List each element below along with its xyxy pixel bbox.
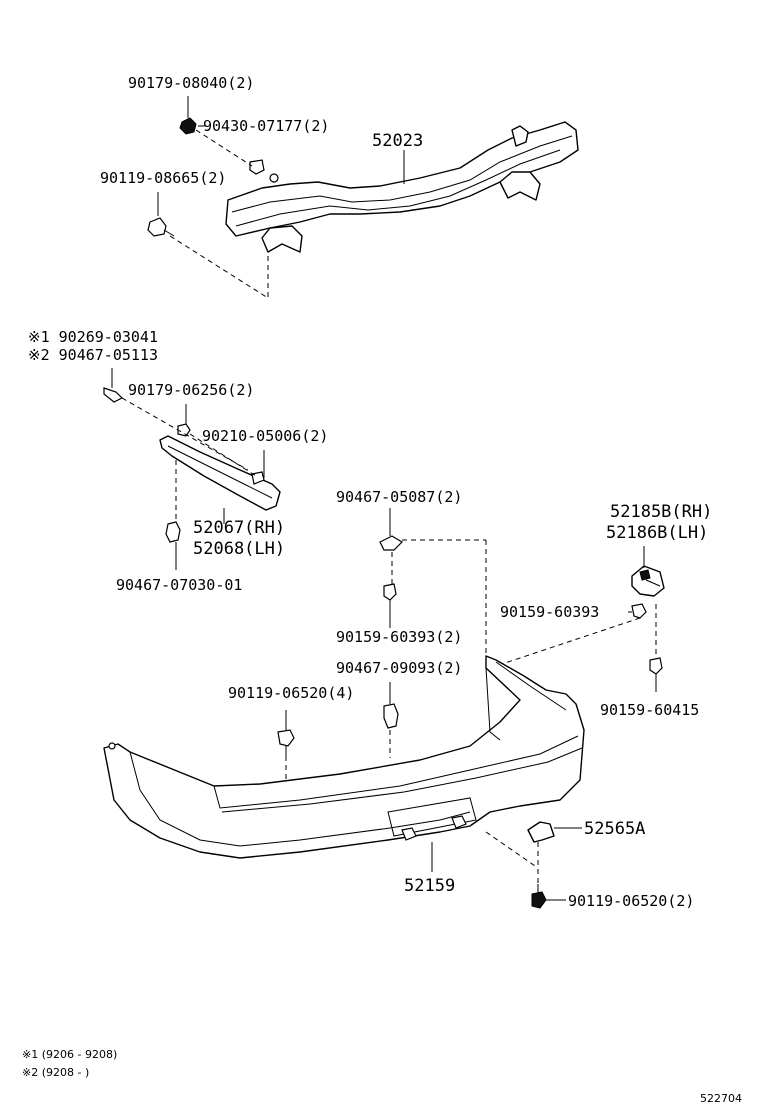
footnote-2: ※2 (9208 - ) — [22, 1066, 89, 1079]
label-52185B: 52185B(RH) — [610, 502, 712, 522]
clip-90467-09093[interactable] — [383, 703, 399, 729]
bolt-90119-06520-2[interactable] — [531, 884, 547, 909]
label-90467-05087: 90467-05087(2) — [336, 488, 462, 506]
label-90159-60393-right: 90159-60393 — [500, 603, 599, 621]
bumper-cover-52159[interactable] — [103, 655, 585, 859]
label-90179-06256: 90179-06256(2) — [128, 381, 254, 399]
nut-90179-08040[interactable] — [179, 117, 197, 135]
label-90119-06520-4: 90119-06520(4) — [228, 684, 354, 702]
clip-90159-60393-right[interactable] — [631, 603, 647, 619]
bolt-90119-08665[interactable] — [147, 217, 175, 237]
label-52159: 52159 — [404, 876, 455, 896]
clip-90159-60393-center[interactable] — [383, 583, 397, 601]
footnote-1: ※1 (9206 - 9208) — [22, 1048, 117, 1061]
label-90179-08040: 90179-08040(2) — [128, 74, 254, 92]
bumper-side-retainer-52067[interactable] — [159, 435, 281, 511]
clip-90269-03041[interactable] — [103, 387, 124, 403]
clip-90159-60415[interactable] — [649, 657, 663, 675]
label-90467-05113: ※2 90467-05113 — [28, 346, 158, 364]
bracket-52565A[interactable] — [527, 821, 555, 843]
clip-90467-05087[interactable] — [379, 535, 403, 551]
label-90269-03041: ※1 90269-03041 — [28, 328, 158, 346]
bolt-90119-06520-4[interactable] — [277, 729, 295, 756]
label-90119-08665: 90119-08665(2) — [100, 169, 226, 187]
label-52186B: 52186B(LH) — [606, 523, 708, 543]
label-90159-60393-center: 90159-60393(2) — [336, 628, 462, 646]
label-52023: 52023 — [372, 131, 423, 151]
label-90430-07177: 90430-07177(2) — [203, 117, 329, 135]
label-52068: 52068(LH) — [193, 539, 285, 559]
label-90467-09093: 90467-09093(2) — [336, 659, 462, 677]
figure-id: 522704 — [700, 1092, 742, 1105]
label-52565A: 52565A — [584, 819, 645, 839]
bumper-bracket-52185B[interactable] — [631, 565, 665, 597]
label-52067: 52067(RH) — [193, 518, 285, 538]
clip-90467-07030[interactable] — [165, 521, 181, 543]
nut-90179-06256[interactable] — [177, 423, 191, 437]
label-90467-07030: 90467-07030-01 — [116, 576, 242, 594]
bumper-reinforcement-52023[interactable] — [225, 121, 579, 253]
label-90119-06520-2: 90119-06520(2) — [568, 892, 694, 910]
label-90210-05006: 90210-05006(2) — [202, 427, 328, 445]
retainer-90430-07177[interactable] — [249, 159, 265, 175]
label-90159-60415: 90159-60415 — [600, 701, 699, 719]
